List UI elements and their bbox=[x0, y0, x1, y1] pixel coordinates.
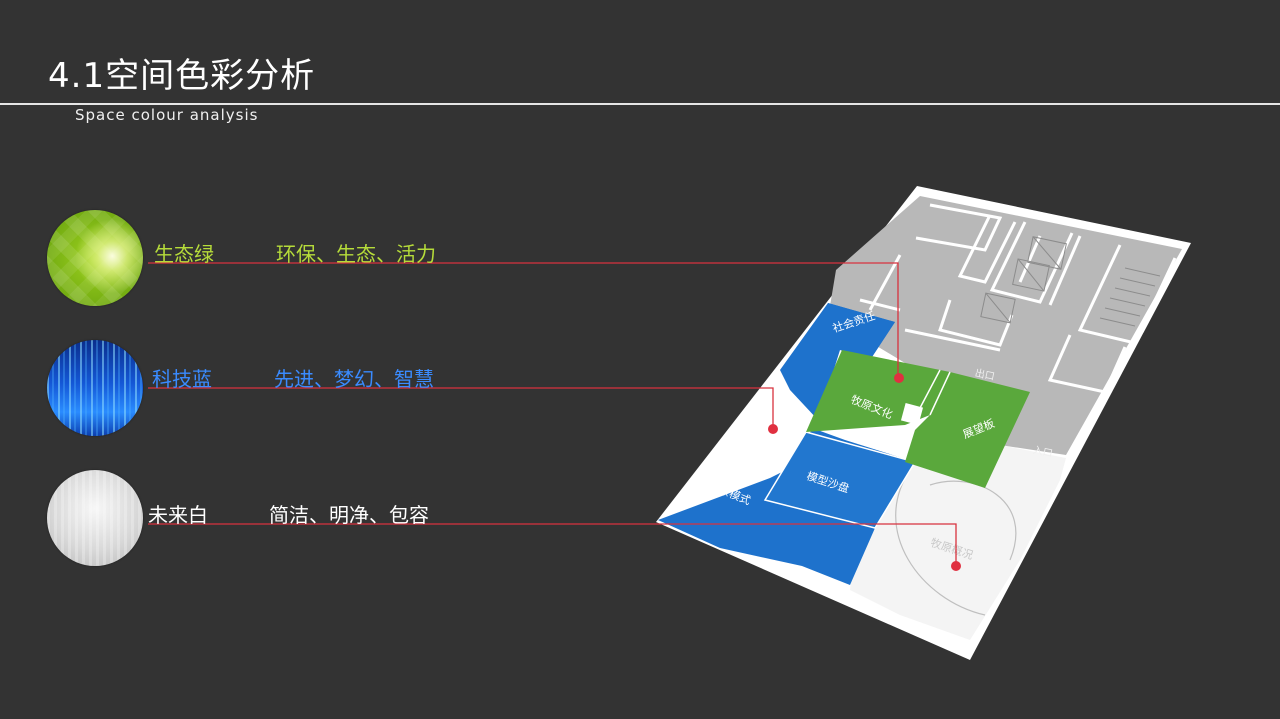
green-color-name: 生态绿 bbox=[154, 242, 214, 266]
blue-orb-icon bbox=[47, 340, 143, 436]
green-leader-line bbox=[148, 262, 899, 378]
blue-color-name: 科技蓝 bbox=[152, 367, 212, 391]
plan-walls bbox=[859, 203, 1177, 394]
white-color-name: 未来白 bbox=[148, 503, 208, 527]
page-subtitle: Space colour analysis bbox=[75, 106, 259, 124]
zone-sand-table bbox=[763, 431, 917, 529]
zone-overview bbox=[850, 445, 1066, 640]
white-leader-line bbox=[148, 523, 957, 565]
page-title: 4.1空间色彩分析 bbox=[48, 56, 316, 96]
blue-color-keywords: 先进、梦幻、智慧 bbox=[274, 367, 434, 391]
zone-social bbox=[780, 303, 895, 420]
entrance-label: 入口 bbox=[1032, 445, 1054, 460]
title-divider bbox=[0, 103, 1280, 105]
blue-leader-dot bbox=[768, 424, 778, 434]
green-orb-icon bbox=[47, 210, 143, 306]
green-leader-dot bbox=[894, 373, 904, 383]
white-leader-dot bbox=[951, 561, 961, 571]
exit-label: 出口 bbox=[974, 366, 996, 383]
green-color-keywords: 环保、生态、活力 bbox=[276, 242, 436, 266]
plan-details bbox=[980, 236, 1161, 327]
zone-exhibit-board bbox=[905, 372, 1030, 488]
white-orb-icon bbox=[47, 470, 143, 566]
white-color-keywords: 简洁、明净、包容 bbox=[269, 503, 429, 527]
blue-leader-line bbox=[148, 387, 774, 428]
